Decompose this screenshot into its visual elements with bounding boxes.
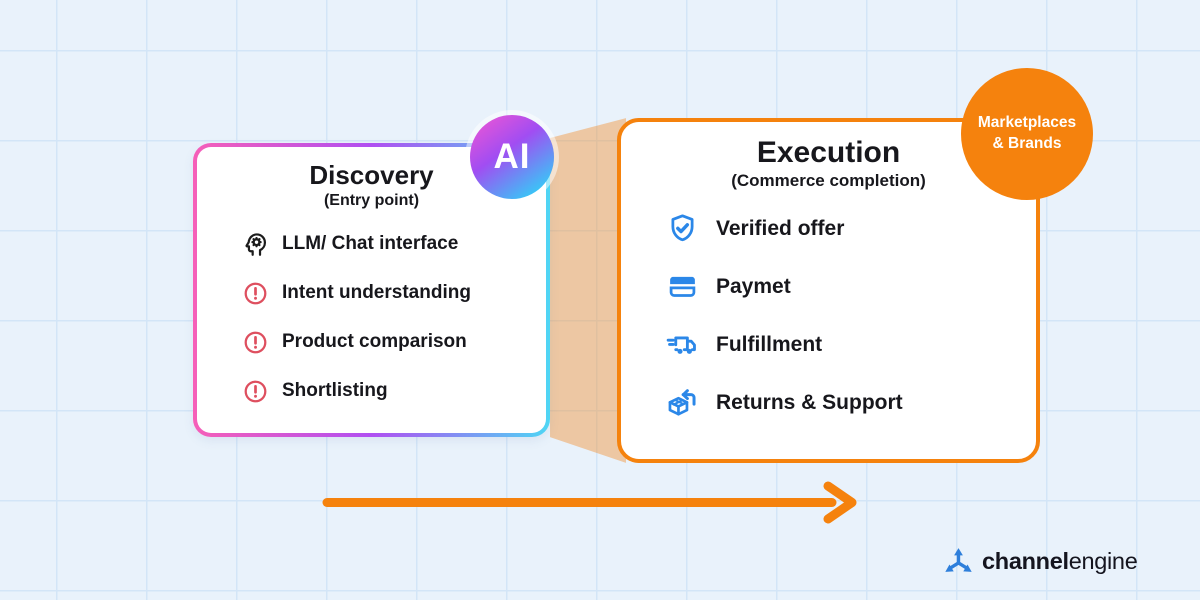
shield-check-icon [665, 212, 699, 246]
execution-subtitle: (Commerce completion) [731, 171, 926, 190]
list-item: LLM/ Chat interface [241, 229, 546, 259]
brand-wordmark: channelengine [982, 547, 1138, 575]
list-item-label: Returns & Support [716, 390, 903, 414]
execution-card: Execution (Commerce completion) Verified… [617, 118, 1040, 463]
list-item: Product comparison [241, 327, 546, 357]
alert-circle-icon [241, 328, 269, 356]
list-item: Paymet [665, 269, 1036, 304]
list-item: Shortlisting [241, 376, 546, 406]
flow-arrow [320, 480, 865, 525]
credit-card-icon [665, 270, 699, 304]
discovery-card-body: Discovery (Entry point) LLM/ Chat interf… [197, 147, 546, 433]
marketplaces-badge-line2: & Brands [992, 135, 1062, 152]
head-gear-icon [241, 230, 269, 258]
execution-list: Verified offer Paymet [621, 211, 1036, 420]
ai-badge-label: AI [493, 137, 531, 176]
list-item-label: Product comparison [282, 331, 467, 352]
delivery-truck-icon [665, 328, 699, 362]
list-item-label: LLM/ Chat interface [282, 233, 459, 254]
ai-badge: AI [470, 115, 554, 199]
marketplaces-brands-badge: Marketplaces & Brands [961, 68, 1093, 200]
list-item: Fulfillment [665, 327, 1036, 362]
wordmark-bold-part: channel [982, 547, 1069, 574]
list-item: Intent understanding [241, 278, 546, 308]
brand-logo: channelengine [943, 544, 1138, 578]
list-item-label: Verified offer [716, 216, 845, 240]
wordmark-light-part: engine [1068, 547, 1138, 574]
alert-circle-icon [241, 279, 269, 307]
discovery-list: LLM/ Chat interface Intent understanding [197, 229, 546, 406]
list-item-label: Intent understanding [282, 282, 471, 303]
execution-title: Execution [756, 136, 901, 169]
list-item: Returns & Support [665, 385, 1036, 420]
channelengine-logo-icon [943, 544, 974, 578]
marketplaces-badge-line1: Marketplaces [977, 114, 1077, 132]
list-item-label: Fulfillment [716, 332, 823, 356]
list-item: Verified offer [665, 211, 1036, 246]
discovery-subtitle: (Entry point) [323, 192, 420, 209]
alert-circle-icon [241, 377, 269, 405]
funnel-connector [550, 118, 626, 463]
package-return-icon [665, 386, 699, 420]
list-item-label: Paymet [716, 274, 791, 298]
discovery-title: Discovery [309, 160, 434, 190]
list-item-label: Shortlisting [282, 380, 388, 401]
